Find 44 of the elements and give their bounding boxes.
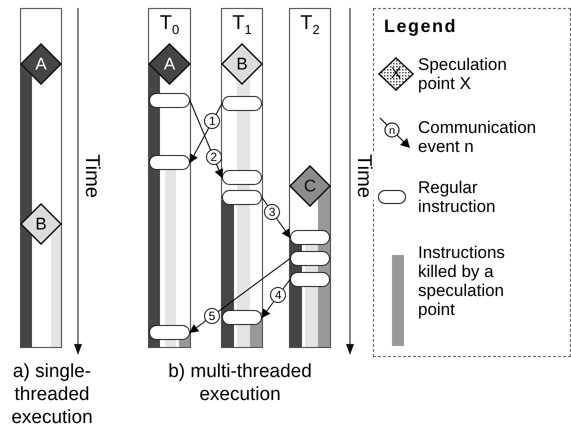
- legend-text: Instructions killed by a speculation point: [418, 243, 506, 319]
- speculation-diamond: [20, 43, 62, 85]
- speculation-diamond: [221, 43, 263, 85]
- thread-label: T$_{0}$: [158, 13, 180, 36]
- thread-column: [20, 8, 62, 348]
- symbol-letter: X: [391, 66, 402, 81]
- thread-column: [289, 8, 331, 348]
- diamond-label: C: [302, 178, 318, 194]
- instruction-pill: [222, 190, 262, 205]
- speculation-diamond: [289, 165, 331, 207]
- instruction-pill: [149, 155, 190, 170]
- legend-text: Communication event n: [418, 118, 538, 156]
- thread-label: T$_{1}$: [231, 13, 253, 36]
- instruction-pill: [222, 310, 262, 325]
- diamond-label: B: [235, 56, 249, 72]
- thread-column: [148, 8, 191, 348]
- communication-arrow: [189, 258, 290, 334]
- diamond-label: A: [34, 56, 48, 72]
- instruction-pill: [149, 325, 190, 340]
- thread-label: T$_{2}$: [299, 13, 321, 36]
- diamond-label: A: [162, 56, 176, 72]
- instruction-pill: [222, 96, 262, 111]
- legend-text: Speculation point X: [418, 55, 508, 93]
- speculation-diamond: [148, 43, 191, 85]
- legend-title: Legend: [384, 16, 458, 37]
- panel-caption: b) multi-threaded execution: [167, 360, 313, 406]
- communication-arrow: [262, 197, 291, 238]
- event-number: 5: [204, 308, 220, 324]
- speculation-diamond: [20, 203, 62, 245]
- event-number: 2: [206, 149, 222, 166]
- thread-column: [221, 8, 263, 348]
- instruction-pill: [222, 170, 262, 185]
- instruction-pill: [290, 272, 330, 287]
- legend-text: Regular instruction: [418, 178, 496, 216]
- event-number: 1: [204, 113, 220, 130]
- communication-arrow: [190, 100, 224, 178]
- instruction-pill: [149, 93, 190, 108]
- instruction-pill: [290, 230, 330, 245]
- diamond-label: B: [34, 216, 48, 232]
- symbol-letter: n: [389, 126, 396, 137]
- event-number: 4: [270, 287, 286, 304]
- panel-caption: a) single-threaded execution: [10, 360, 94, 429]
- instruction-pill: [290, 251, 330, 266]
- event-number: 3: [264, 204, 280, 220]
